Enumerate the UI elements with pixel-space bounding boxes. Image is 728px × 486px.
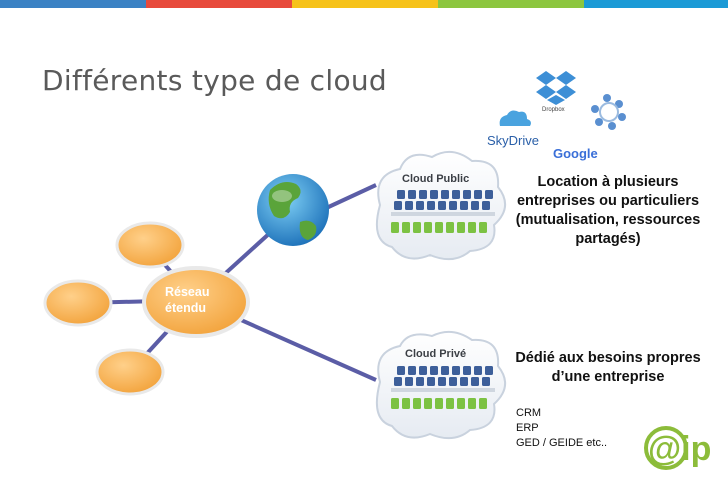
storage-unit — [479, 222, 487, 233]
server-unit — [452, 366, 460, 375]
public-cloud-title: Cloud Public — [402, 173, 469, 185]
storage-unit — [391, 222, 399, 233]
hub-label-line2: étendu — [165, 301, 206, 315]
dropbox-logo-text: Dropbox — [542, 107, 565, 113]
header-stripe-blue — [0, 0, 146, 8]
company-logo: @ip — [644, 426, 711, 470]
storage-unit — [413, 222, 421, 233]
server-unit — [463, 366, 471, 375]
globe-icon — [257, 174, 329, 246]
private-server-rack — [391, 366, 495, 409]
slide-title: Différents type de cloud — [42, 64, 387, 97]
header-stripe-cyan — [584, 0, 728, 8]
server-unit — [449, 377, 457, 386]
server-unit — [394, 201, 402, 210]
header-stripe-red — [146, 0, 292, 8]
people-ring-icon — [591, 94, 626, 130]
server-unit — [474, 366, 482, 375]
storage-unit — [479, 398, 487, 409]
server-unit — [441, 366, 449, 375]
storage-unit — [424, 398, 432, 409]
header-stripe-green — [438, 0, 584, 8]
server-unit — [485, 366, 493, 375]
storage-unit — [413, 398, 421, 409]
private-cloud-description: Dédié aux besoins propres d’une entrepri… — [515, 350, 701, 385]
server-unit — [452, 190, 460, 199]
server-unit — [482, 201, 490, 210]
example-item: CRM — [516, 407, 542, 419]
storage-unit — [446, 222, 454, 233]
public-cloud-description: Location à plusieurs entreprises ou part… — [515, 174, 701, 247]
server-unit — [441, 190, 449, 199]
storage-unit — [457, 398, 465, 409]
rack-tray — [391, 212, 495, 216]
server-unit — [449, 201, 457, 210]
server-unit — [408, 190, 416, 199]
storage-unit — [402, 222, 410, 233]
rack-tray — [391, 388, 495, 392]
server-unit — [416, 377, 424, 386]
storage-unit — [391, 398, 399, 409]
skydrive-logo-text: SkyDrive — [487, 133, 539, 148]
private-cloud-title: Cloud Privé — [405, 348, 466, 360]
storage-unit — [457, 222, 465, 233]
server-unit — [397, 190, 405, 199]
storage-unit — [402, 398, 410, 409]
server-unit — [419, 190, 427, 199]
node-bottom — [95, 348, 165, 396]
server-unit — [438, 377, 446, 386]
server-unit — [485, 190, 493, 199]
hub-label-line1: Réseau — [165, 285, 209, 299]
server-unit — [419, 366, 427, 375]
header-stripe-yellow — [292, 0, 438, 8]
skydrive-logo: SkyDrive — [487, 110, 539, 148]
server-unit — [416, 201, 424, 210]
google-logo-text: Google — [553, 146, 598, 161]
server-unit — [471, 377, 479, 386]
server-unit — [427, 201, 435, 210]
server-unit — [463, 190, 471, 199]
storage-unit — [435, 222, 443, 233]
private-examples-list: CRM ERP GED / GEIDE etc.. — [516, 406, 607, 451]
storage-unit — [435, 398, 443, 409]
server-unit — [460, 201, 468, 210]
network-hub — [142, 266, 250, 338]
server-unit — [460, 377, 468, 386]
storage-unit — [446, 398, 454, 409]
node-left — [43, 279, 113, 327]
public-server-rack — [391, 190, 495, 233]
server-unit — [430, 366, 438, 375]
server-unit — [405, 201, 413, 210]
storage-unit — [468, 398, 476, 409]
storage-unit — [424, 222, 432, 233]
server-unit — [427, 377, 435, 386]
server-unit — [397, 366, 405, 375]
example-item: ERP — [516, 422, 539, 434]
server-unit — [471, 201, 479, 210]
storage-unit — [468, 222, 476, 233]
google-logo: Google — [553, 146, 598, 161]
server-unit — [394, 377, 402, 386]
company-logo-text: @ip — [648, 430, 711, 468]
server-unit — [405, 377, 413, 386]
server-unit — [408, 366, 416, 375]
server-unit — [430, 190, 438, 199]
server-unit — [482, 377, 490, 386]
server-unit — [438, 201, 446, 210]
node-top — [115, 221, 185, 269]
server-unit — [474, 190, 482, 199]
dropbox-logo: Dropbox — [536, 71, 576, 113]
example-item: GED / GEIDE etc.. — [516, 437, 608, 449]
